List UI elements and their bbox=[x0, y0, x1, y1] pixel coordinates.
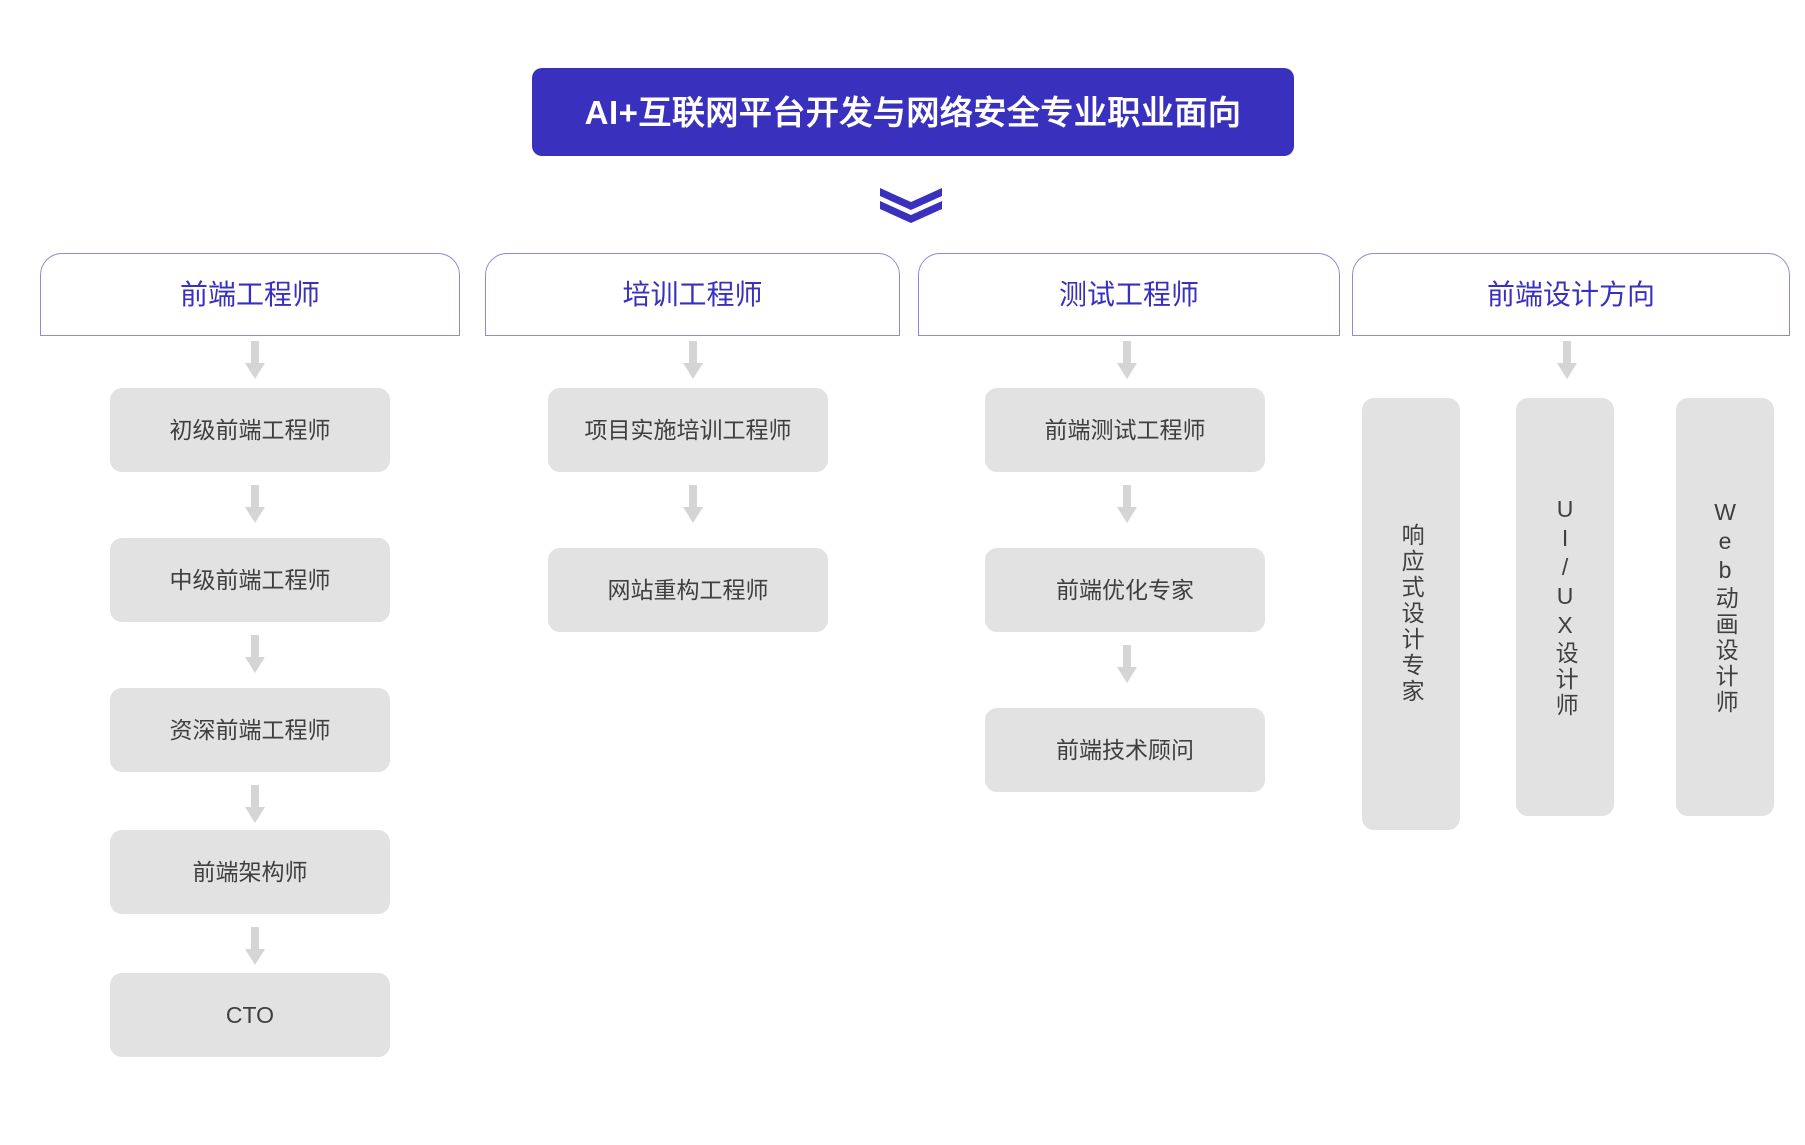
step-label: 中级前端工程师 bbox=[169, 566, 331, 593]
step-label: Web动画设计师 bbox=[1712, 498, 1739, 716]
step-label: 网站重构工程师 bbox=[607, 576, 769, 603]
step-box[interactable]: 前端架构师 bbox=[110, 830, 390, 914]
step-box[interactable]: Web动画设计师 bbox=[1676, 398, 1774, 816]
step-label: 前端架构师 bbox=[192, 858, 308, 885]
arrow-down-icon bbox=[244, 485, 266, 525]
column-header-label: 测试工程师 bbox=[1058, 278, 1199, 310]
arrow-down-icon bbox=[682, 485, 704, 525]
step-label: CTO bbox=[225, 1001, 275, 1028]
double-chevron-down-icon bbox=[878, 186, 944, 224]
arrow-down-icon bbox=[1116, 485, 1138, 525]
step-label: 前端优化专家 bbox=[1056, 576, 1194, 603]
step-box[interactable]: 响应式设计专家 bbox=[1362, 398, 1460, 830]
step-box[interactable]: 网站重构工程师 bbox=[548, 548, 828, 632]
arrow-down-icon bbox=[1116, 341, 1138, 381]
step-box[interactable]: CTO bbox=[110, 973, 390, 1057]
step-box[interactable]: 前端优化专家 bbox=[985, 548, 1265, 632]
step-label: 初级前端工程师 bbox=[169, 416, 331, 443]
step-label: 响应式设计专家 bbox=[1398, 523, 1425, 705]
step-label: 前端测试工程师 bbox=[1044, 416, 1206, 443]
column-header-training-engineer[interactable]: 培训工程师 bbox=[485, 253, 900, 336]
column-header-label: 前端设计方向 bbox=[1486, 278, 1655, 310]
arrow-down-icon bbox=[244, 341, 266, 381]
step-box[interactable]: 初级前端工程师 bbox=[110, 388, 390, 472]
arrow-down-icon bbox=[244, 635, 266, 675]
column-header-label: 培训工程师 bbox=[622, 278, 763, 310]
step-box[interactable]: UI/UX设计师 bbox=[1516, 398, 1614, 816]
step-label: 资深前端工程师 bbox=[169, 716, 331, 743]
column-header-test-engineer[interactable]: 测试工程师 bbox=[918, 253, 1340, 336]
column-header-label: 前端工程师 bbox=[179, 278, 320, 310]
arrow-down-icon bbox=[1116, 645, 1138, 685]
column-header-frontend-engineer[interactable]: 前端工程师 bbox=[40, 253, 460, 336]
column-header-frontend-design[interactable]: 前端设计方向 bbox=[1352, 253, 1790, 336]
step-box[interactable]: 前端技术顾问 bbox=[985, 708, 1265, 792]
step-label: 项目实施培训工程师 bbox=[584, 416, 792, 443]
step-label: 前端技术顾问 bbox=[1056, 736, 1194, 763]
arrow-down-icon bbox=[682, 341, 704, 381]
page-title: AI+互联网平台开发与网络安全专业职业面向 bbox=[584, 93, 1242, 131]
step-box[interactable]: 中级前端工程师 bbox=[110, 538, 390, 622]
arrow-down-icon bbox=[244, 785, 266, 825]
step-box[interactable]: 前端测试工程师 bbox=[985, 388, 1265, 472]
step-box[interactable]: 资深前端工程师 bbox=[110, 688, 390, 772]
step-label: UI/UX设计师 bbox=[1552, 495, 1579, 719]
step-box[interactable]: 项目实施培训工程师 bbox=[548, 388, 828, 472]
arrow-down-icon bbox=[244, 927, 266, 967]
diagram-title-banner: AI+互联网平台开发与网络安全专业职业面向 bbox=[532, 68, 1294, 156]
arrow-down-icon bbox=[1556, 341, 1578, 381]
